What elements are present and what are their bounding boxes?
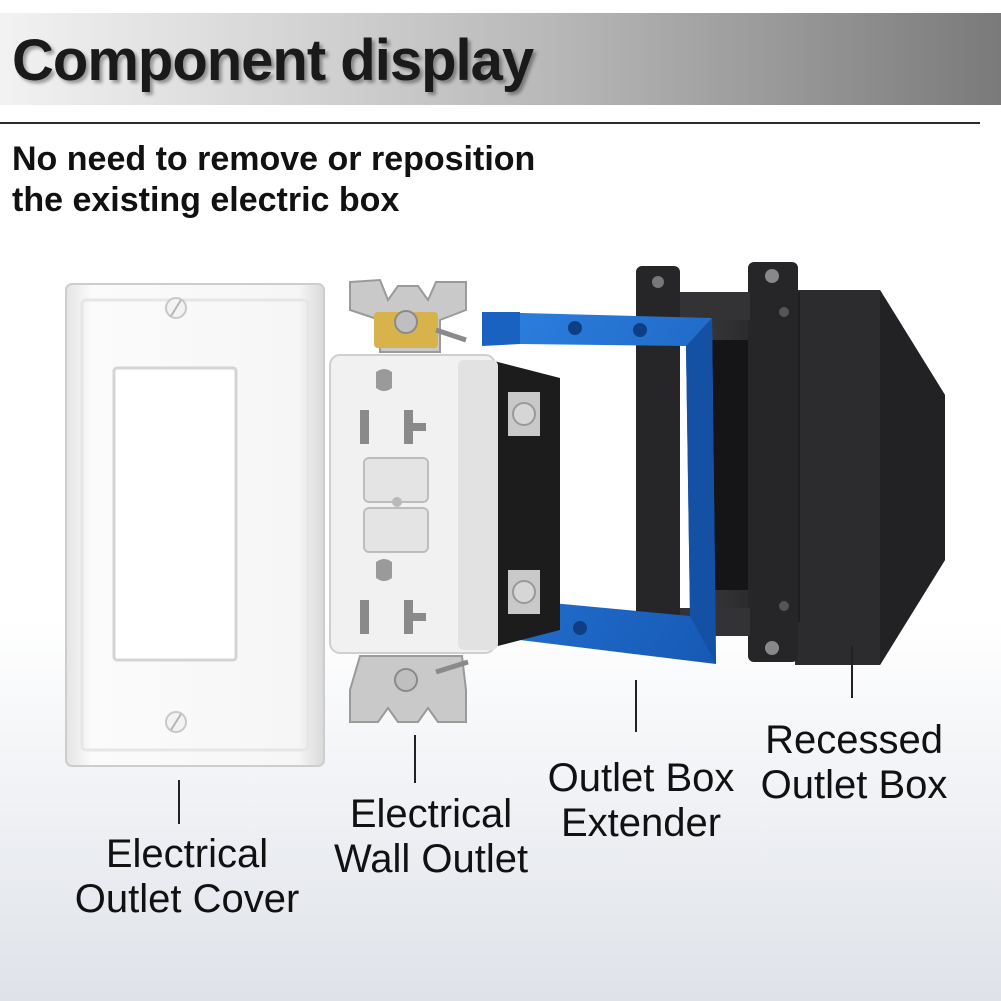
label-electrical-wall-outlet: Electrical Wall Outlet bbox=[316, 792, 546, 882]
label-recessed-outlet-box: Recessed Outlet Box bbox=[752, 718, 956, 808]
electrical-wall-outlet-icon bbox=[329, 278, 560, 723]
label-outlet-box-extender: Outlet Box Extender bbox=[536, 756, 746, 846]
outlet-cover-plate-icon bbox=[65, 283, 325, 767]
leader-line-extender bbox=[635, 680, 637, 732]
leader-line-cover bbox=[178, 780, 180, 824]
page-title: Component display bbox=[12, 28, 534, 93]
label-line: Recessed bbox=[765, 718, 943, 762]
label-line: Outlet Box bbox=[760, 763, 948, 807]
label-line: Extender bbox=[560, 801, 722, 845]
label-line: Electrical bbox=[349, 792, 513, 836]
outlet-box-extender-icon bbox=[482, 312, 716, 664]
label-line: Outlet Box bbox=[547, 756, 735, 800]
recessed-outlet-box-icon bbox=[636, 262, 945, 665]
leader-line-recessed-box bbox=[851, 646, 853, 698]
label-line: Electrical bbox=[105, 832, 269, 876]
divider-line bbox=[0, 122, 980, 124]
label-electrical-outlet-cover: Electrical Outlet Cover bbox=[62, 832, 312, 922]
header-banner: Component display bbox=[0, 13, 1001, 105]
subtitle: No need to remove or reposition the exis… bbox=[12, 139, 572, 221]
subtitle-line-1: No need to remove or reposition bbox=[12, 140, 536, 178]
label-line: Wall Outlet bbox=[333, 837, 529, 881]
label-line: Outlet Cover bbox=[74, 877, 300, 921]
leader-line-outlet bbox=[414, 735, 416, 783]
subtitle-line-2: the existing electric box bbox=[12, 181, 400, 219]
